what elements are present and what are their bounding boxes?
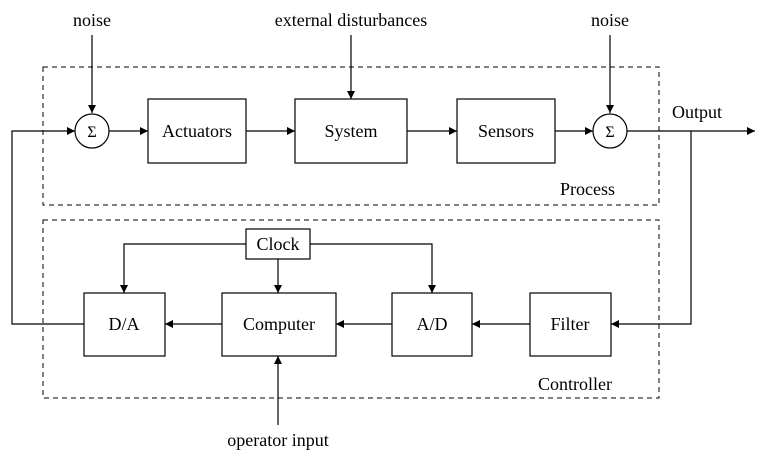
operator-input-label: operator input: [227, 430, 328, 450]
computer-block: [221, 292, 337, 357]
clock-to-da-arrow: [120, 243, 246, 293]
actuators-label: Actuators: [162, 121, 232, 141]
da-label: D/A: [109, 314, 140, 334]
summing-junction-left-symbol: Σ: [87, 124, 96, 141]
filter-block: [529, 292, 612, 357]
computer-label: Computer: [243, 314, 315, 334]
external-disturbances-label: external disturbances: [275, 10, 427, 30]
filter-label: Filter: [551, 314, 590, 334]
summing-junction-right-symbol: Σ: [605, 124, 614, 141]
sensors-block: [456, 98, 556, 164]
clock-label: Clock: [257, 234, 300, 254]
sensors-label: Sensors: [478, 121, 534, 141]
ad-label: A/D: [417, 314, 448, 334]
noise-left-label: noise: [73, 10, 111, 30]
output-label: Output: [672, 102, 722, 122]
output-feedback-line: [611, 131, 692, 328]
controller-boundary: [42, 219, 660, 399]
controller-label: Controller: [538, 374, 612, 394]
system-label: System: [324, 121, 377, 141]
noise-right-label: noise: [591, 10, 629, 30]
process-label: Process: [560, 179, 615, 199]
actuators-block: [147, 98, 247, 164]
clock-to-ad-arrow: [310, 243, 436, 293]
da-feedback-line: [11, 127, 84, 325]
